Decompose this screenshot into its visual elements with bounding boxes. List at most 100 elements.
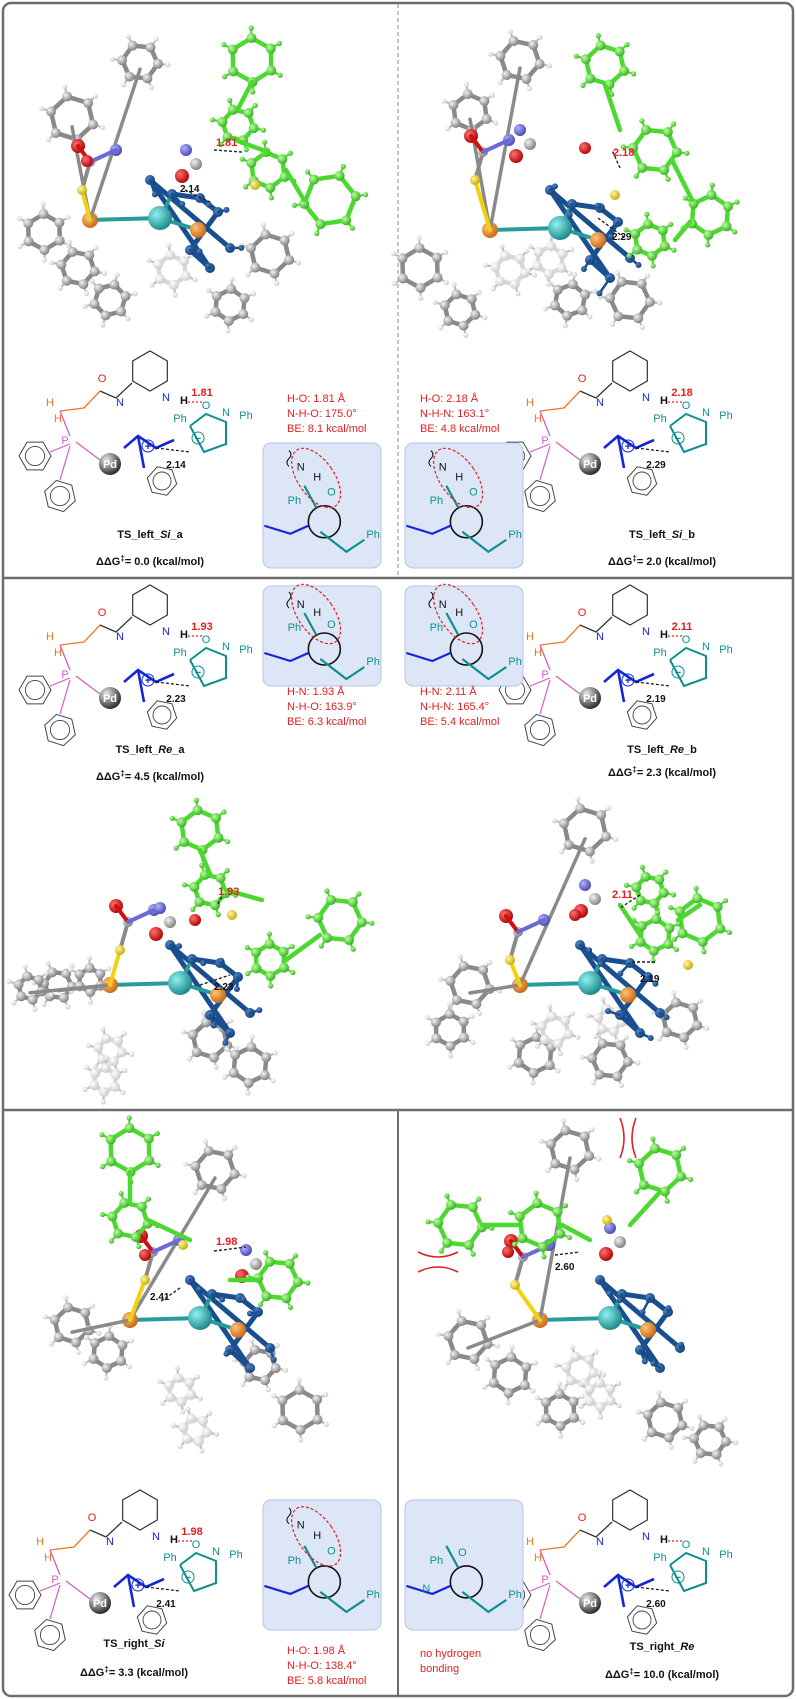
carbon-atom <box>90 1068 101 1079</box>
carbon-atom <box>534 58 545 69</box>
carbon-atom-green <box>344 935 355 946</box>
carbon-atom-green <box>585 73 596 84</box>
hydrogen-atom <box>570 1011 576 1017</box>
hydrogen-atom <box>527 243 533 250</box>
bond-line <box>59 445 71 481</box>
oxygen-atom <box>139 1249 151 1261</box>
carbon-atom <box>593 1012 604 1023</box>
oxygen-label: O <box>682 634 691 646</box>
carbon-atom <box>99 1086 110 1097</box>
hydrogen-atom <box>159 1400 166 1406</box>
hydrogen-atom <box>199 862 205 868</box>
carbon-atom <box>33 974 44 985</box>
carbon-atom <box>23 218 34 229</box>
carbon-atom <box>223 315 234 326</box>
hydrogen-atom <box>104 1055 110 1061</box>
bond-stick <box>547 187 633 261</box>
carbon-atom-green <box>189 881 200 892</box>
carbon-atom <box>470 309 481 320</box>
oxygen-atom <box>599 1247 613 1261</box>
hydrogen-atom <box>271 1393 277 1399</box>
carbon-atom-green <box>703 229 714 240</box>
carbon-atom <box>575 803 586 814</box>
carbon-atom <box>45 106 56 117</box>
carbon-atom-green <box>712 901 723 912</box>
distance-label: 2.60 <box>555 1262 575 1273</box>
hydrogen-atom <box>151 191 158 198</box>
carbon-atom <box>562 310 573 321</box>
ts-title: TS_left_Re_a <box>115 744 185 756</box>
carbon-atom <box>230 1049 241 1060</box>
carbon-atom <box>443 1331 454 1342</box>
hydrogen-atom <box>289 231 295 237</box>
bond-stick <box>675 902 703 923</box>
carbon-atom <box>661 1027 672 1038</box>
carbon-atom <box>546 241 557 252</box>
hydrogen-atom <box>682 1398 689 1404</box>
forming-bond <box>199 974 231 986</box>
phenyl-label: Ph <box>508 529 521 541</box>
oxygen-atom <box>189 914 201 926</box>
carbon-atom-green <box>266 65 277 76</box>
hydrogen-atom <box>482 315 488 321</box>
hydrogen-atom <box>218 957 225 964</box>
hydrogen-label: H <box>660 1534 668 1546</box>
hydrogen-label: H <box>660 629 668 641</box>
hydrogen-atom <box>221 1195 228 1202</box>
hydrogen-atom <box>324 888 330 894</box>
carbon-atom <box>579 1131 590 1142</box>
carbon-atom <box>249 1344 260 1355</box>
carbon-atom-green <box>143 1133 154 1144</box>
hydrogen-atom <box>541 1254 547 1260</box>
hydrogen-atom <box>457 953 464 960</box>
hydrogen-atom <box>100 1164 106 1170</box>
hydrogen-atom <box>249 1034 255 1040</box>
carbon-atom <box>95 968 106 979</box>
carbon-atom <box>698 1420 709 1431</box>
hydrogen-atom <box>109 56 115 62</box>
hydrogen-atom <box>225 839 231 845</box>
hydrogen-atom <box>493 120 499 126</box>
hydrogen-atom <box>482 262 489 268</box>
carbon-atom-green <box>723 201 734 212</box>
carbon-atom <box>284 254 295 265</box>
carbon-atom <box>63 1302 74 1313</box>
carbon-atom-green <box>356 917 367 928</box>
carbon-atom <box>448 99 459 110</box>
hydrogen-label: H <box>526 1536 534 1548</box>
hydrogen-atom <box>193 797 199 803</box>
carbon-atom <box>397 253 408 264</box>
carbon-atom <box>495 276 506 287</box>
carbon-atom-green <box>265 182 276 193</box>
nitrogen-label: N <box>702 641 710 653</box>
hydrogen-atom <box>268 195 275 201</box>
phenyl-label: Ph <box>288 622 301 634</box>
carbon-atom <box>203 1146 214 1157</box>
hydrogen-atom <box>529 1020 535 1026</box>
hydrogen-atom <box>287 1304 293 1310</box>
hydrogen-atom <box>65 1004 71 1010</box>
hydrogen-atom <box>650 1136 656 1142</box>
oxygen-label: O <box>469 619 478 631</box>
bond-line <box>539 410 551 437</box>
bond-line <box>579 382 613 399</box>
carbon-atom <box>110 1069 121 1080</box>
carbon-atom-green <box>322 932 333 943</box>
carbon-atom <box>397 273 408 284</box>
oxygen-label: O <box>327 1546 336 1558</box>
wavy-bond <box>286 450 292 467</box>
carbon-atom-green <box>671 1150 682 1161</box>
carbon-atom-green <box>433 1217 444 1228</box>
carbon-atom <box>500 250 511 261</box>
hydrogen-atom <box>693 885 699 891</box>
geometry-line: BE: 5.4 kcal/mol <box>420 716 499 728</box>
geometry-line: BE: 4.8 kcal/mol <box>420 423 499 435</box>
bond-line <box>461 658 507 681</box>
hydrogen-atom <box>340 163 346 170</box>
carbon-atom-green <box>674 906 685 917</box>
hydrogen-atom <box>623 227 629 233</box>
hydrogen-atom <box>6 978 12 985</box>
charge-plus: + <box>145 675 151 687</box>
hydrogen-atom <box>298 1437 304 1443</box>
nitrogen-label: N <box>439 599 447 611</box>
